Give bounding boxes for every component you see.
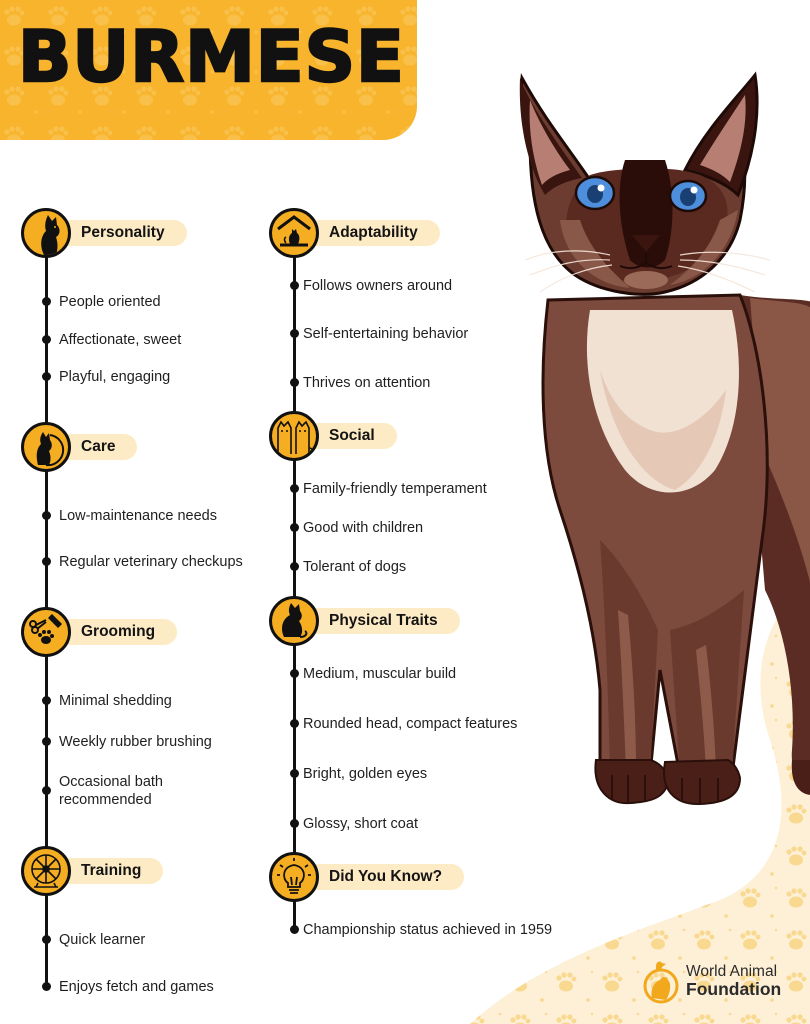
section-label: Physical Traits <box>299 608 460 634</box>
list-item: Good with children <box>303 520 424 536</box>
list-item: People oriented <box>59 294 161 310</box>
cat-care-icon <box>21 422 71 472</box>
list-item: Affectionate, sweet <box>59 332 182 348</box>
bullet-dot <box>42 935 51 944</box>
cat-house-icon <box>269 208 319 258</box>
list-item: Follows owners around <box>303 278 453 294</box>
grooming-tools-icon <box>21 607 71 657</box>
list-item: Occasional bath recommended <box>59 774 163 808</box>
bullet-dot <box>290 281 299 290</box>
lightbulb-icon <box>269 852 319 902</box>
bullet-dot <box>42 335 51 344</box>
logo-line2: Foundation <box>686 978 782 999</box>
timeline-line <box>45 587 48 847</box>
bullet-dot <box>290 523 299 532</box>
list-item: Minimal shedding <box>59 693 172 709</box>
bullet-dot <box>290 669 299 678</box>
logo-line1: World Animal <box>686 962 778 980</box>
bullet-dot <box>290 484 299 493</box>
bullet-dot <box>42 557 51 566</box>
list-item: Self-entertaining behavior <box>303 326 469 342</box>
world-animal-foundation-logo-icon <box>643 961 679 1004</box>
bullet-dot <box>42 297 51 306</box>
bullet-dot <box>290 819 299 828</box>
world-animal-foundation-logo: World Animal Foundation <box>642 956 810 1006</box>
list-item: Quick learner <box>59 932 146 948</box>
list-item: Family-friendly temperament <box>303 481 487 497</box>
two-cats-icon <box>269 411 319 461</box>
section-label: Personality <box>51 220 187 246</box>
list-item: Championship status achieved in 1959 <box>303 922 553 938</box>
bullet-dot <box>42 696 51 705</box>
section-label: Did You Know? <box>299 864 465 890</box>
list-item: Enjoys fetch and games <box>59 979 214 995</box>
timeline-line <box>45 390 48 610</box>
page-title: BURMESE <box>17 16 405 98</box>
bullet-dot <box>42 982 51 991</box>
list-item: Playful, engaging <box>59 369 171 385</box>
list-item: Regular veterinary checkups <box>59 554 243 570</box>
bullet-dot <box>290 562 299 571</box>
list-item: Thrives on attention <box>303 375 431 391</box>
sitting-cat-icon <box>269 596 319 646</box>
list-item: Rounded head, compact features <box>303 716 518 732</box>
bullet-dot <box>42 737 51 746</box>
list-item: Bright, golden eyes <box>303 766 428 782</box>
bullet-dot <box>42 786 51 795</box>
exercise-wheel-icon <box>21 846 71 896</box>
bullet-dot <box>290 719 299 728</box>
cat-silhouette-icon <box>21 208 71 258</box>
title-banner: BURMESE <box>0 0 417 140</box>
list-item: Glossy, short coat <box>303 816 418 832</box>
bullet-dot <box>290 769 299 778</box>
section-label: Adaptability <box>299 220 440 246</box>
bullet-dot <box>42 372 51 381</box>
list-item: Weekly rubber brushing <box>59 734 212 750</box>
list-item: Tolerant of dogs <box>303 559 407 575</box>
bullet-dot <box>42 511 51 520</box>
timeline-line <box>45 836 48 986</box>
list-item: Low-maintenance needs <box>59 508 217 524</box>
bullet-dot <box>290 329 299 338</box>
list-item: Medium, muscular build <box>303 666 457 682</box>
burmese-cat-illustration <box>519 71 810 806</box>
paw-pattern <box>0 0 417 140</box>
bullet-dot <box>290 925 299 934</box>
section-label: Grooming <box>51 619 178 645</box>
timeline-line <box>293 576 296 856</box>
